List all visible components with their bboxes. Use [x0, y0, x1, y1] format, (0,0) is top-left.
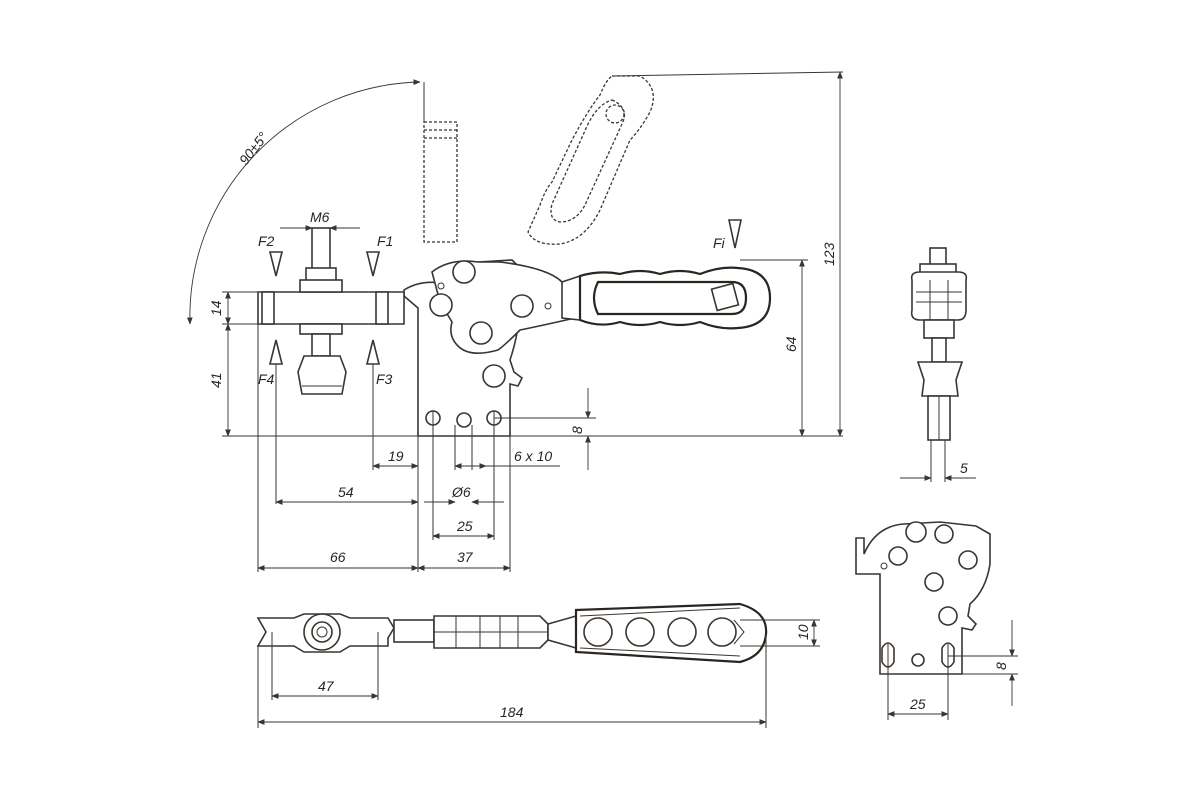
- thread-label: M6: [310, 209, 330, 225]
- opening-angle-arc: [186, 79, 421, 325]
- side-pad: [916, 361, 964, 397]
- top-view: 47 184 10: [256, 602, 820, 728]
- dim-66: 66: [330, 549, 346, 565]
- base-detail-view: 8 25: [855, 521, 1018, 720]
- dim-6x10: 6 x 10: [514, 448, 552, 464]
- dim-184: 184: [500, 704, 524, 720]
- pivot-pin-2: [429, 293, 453, 317]
- front-dimension-lines: [222, 71, 843, 572]
- force-f1-label: F1: [377, 233, 393, 249]
- clamp-arm: [257, 291, 405, 325]
- dim-8-front: 8: [569, 426, 585, 434]
- dim-25-front: 25: [456, 518, 473, 534]
- spindle-pad: [297, 355, 347, 395]
- force-f2-label: F2: [258, 233, 275, 249]
- angle-label: 90±5°: [236, 129, 271, 168]
- pivot-pin-3: [469, 321, 493, 345]
- side-view: 5: [900, 247, 976, 482]
- pivot-pin-5: [482, 364, 506, 388]
- open-handle-outline: [527, 71, 844, 245]
- open-spindle-outline: [423, 121, 458, 243]
- pivot-pin-4: [510, 294, 534, 318]
- spindle-thread: [311, 227, 331, 273]
- dim-37: 37: [457, 549, 474, 565]
- force-fi-label: Fi: [713, 235, 726, 251]
- force-f3-label: F3: [376, 371, 393, 387]
- force-f4-label: F4: [258, 371, 275, 387]
- dim-10: 10: [795, 624, 811, 640]
- dim-8-detail: 8: [993, 662, 1009, 670]
- dim-47: 47: [318, 678, 335, 694]
- handle-grip: [561, 266, 772, 330]
- dim-41: 41: [208, 372, 224, 388]
- dim-14: 14: [208, 300, 224, 316]
- dim-54: 54: [338, 484, 354, 500]
- pivot-pin-1: [452, 260, 476, 284]
- dim-64: 64: [783, 336, 799, 352]
- toggle-linkage: [431, 260, 576, 354]
- mount-hole-center: [456, 412, 472, 428]
- dim-d6: Ø6: [451, 484, 471, 500]
- dim-25-detail: 25: [909, 696, 926, 712]
- dim-5: 5: [960, 460, 968, 476]
- dim-19: 19: [388, 448, 404, 464]
- dim-123: 123: [821, 242, 837, 266]
- front-view: 90±5° M6 F2 F1 F4 F3 Fi 14 41 19 6 x 10 …: [186, 71, 844, 572]
